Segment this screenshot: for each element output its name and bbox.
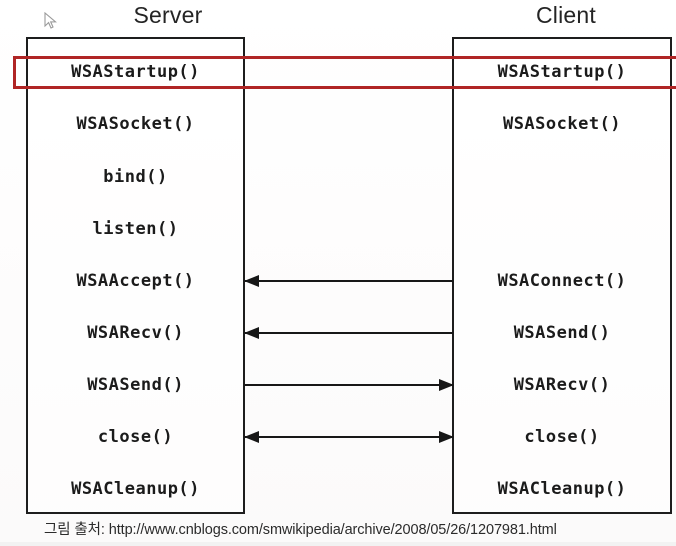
client-call-wsastartup: WSAStartup() (497, 62, 627, 82)
arrow-shaft (245, 332, 453, 334)
server-call-bind: bind() (103, 167, 168, 187)
client-call-wsacleanup: WSACleanup() (497, 479, 627, 499)
arrow-clientsend-to-serverrecv (244, 327, 453, 339)
server-call-wsaaccept: WSAAccept() (76, 271, 195, 291)
server-call-wsasocket: WSASocket() (76, 114, 195, 134)
source-caption: 그림 출처: http://www.cnblogs.com/smwikipedi… (44, 522, 557, 538)
arrow-shaft (245, 280, 453, 282)
server-call-wsastartup: WSAStartup() (71, 62, 200, 82)
arrow-shaft (245, 384, 453, 386)
client-call-wsasocket: WSASocket() (502, 114, 622, 134)
server-call-wsacleanup: WSACleanup() (71, 479, 200, 499)
server-process-box (26, 37, 245, 514)
mouse-pointer-icon (44, 12, 58, 30)
client-call-wsaconnect: WSAConnect() (497, 271, 627, 291)
bottom-shade-strip (0, 542, 676, 546)
arrowhead-left-icon (244, 327, 259, 339)
arrowhead-left-icon (244, 431, 259, 443)
arrow-shaft (245, 436, 453, 438)
arrow-serversend-to-clientrecv (245, 379, 454, 391)
arrow-connect-to-accept (244, 275, 453, 287)
arrowhead-right-icon (439, 379, 454, 391)
column-title-client: Client (535, 2, 596, 28)
client-call-wsarecv: WSARecv() (513, 375, 611, 395)
arrowhead-left-icon (244, 275, 259, 287)
server-call-listen: listen() (92, 219, 179, 239)
client-call-wsasend: WSASend() (513, 323, 611, 343)
server-call-wsarecv: WSARecv() (87, 323, 184, 343)
column-title-server: Server (133, 2, 203, 28)
arrowhead-right-icon (439, 431, 454, 443)
server-call-close: close() (97, 427, 174, 447)
arrow-close-bidirectional (244, 431, 454, 443)
client-process-box (452, 37, 672, 514)
server-call-wsasend: WSASend() (87, 375, 184, 395)
client-call-close: close() (524, 427, 600, 447)
